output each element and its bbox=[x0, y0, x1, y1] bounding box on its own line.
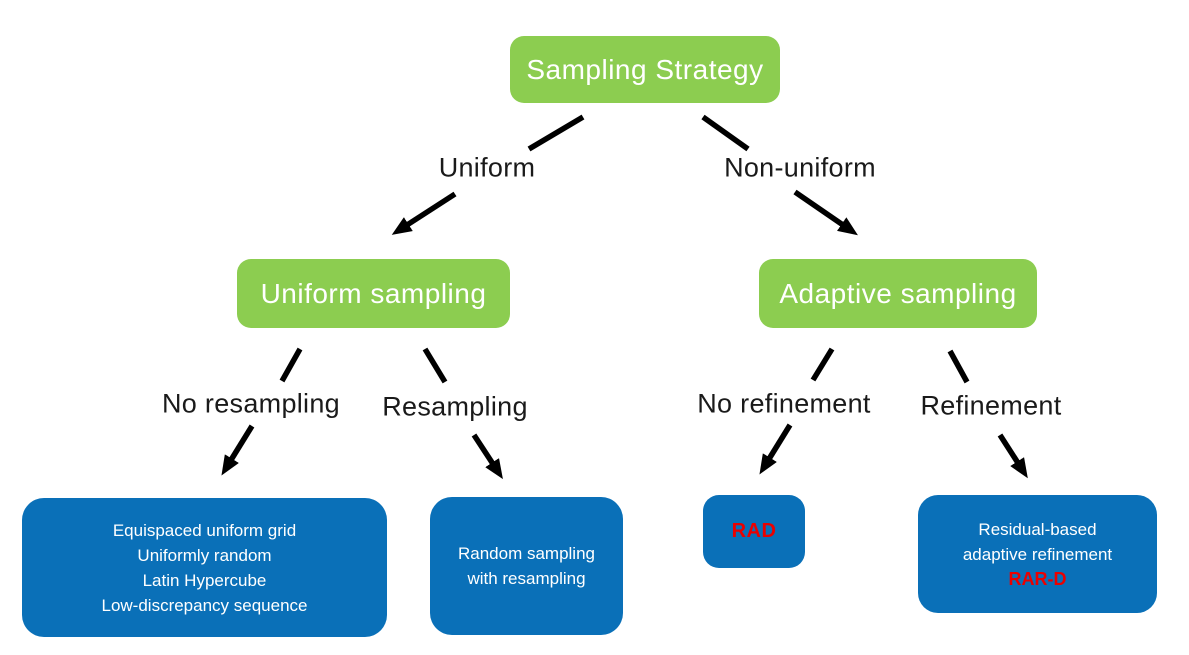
edge-uniform-noresampling-lower bbox=[221, 424, 255, 476]
node-adaptive-sampling: Adaptive sampling bbox=[759, 259, 1037, 328]
node-sampling-strategy: Sampling Strategy bbox=[510, 36, 780, 103]
edge-adaptive-norefinement-lower bbox=[759, 423, 793, 475]
edge-adaptive-refinement-lower bbox=[997, 433, 1028, 479]
edge-uniform-resampling-lower bbox=[471, 433, 503, 480]
edge-adaptive-refinement-upper bbox=[947, 349, 970, 384]
node-sampling-strategy-label: Sampling Strategy bbox=[526, 53, 764, 85]
uniform-methods-line: Latin Hypercube bbox=[142, 570, 267, 590]
node-uniform-sampling-label: Uniform sampling bbox=[260, 277, 487, 309]
edge-uniform-noresampling-upper bbox=[279, 347, 303, 383]
uniform-methods-line: Equispaced uniform grid bbox=[112, 520, 297, 540]
node-rad: RAD bbox=[703, 495, 805, 568]
uniform-methods-line: Uniformly random bbox=[137, 545, 272, 565]
rar-d-line: adaptive refinement bbox=[962, 544, 1113, 564]
edge-root-nonuniform-upper bbox=[701, 114, 750, 152]
random-resampling-line: with resampling bbox=[467, 569, 586, 588]
edge-root-uniform-upper bbox=[527, 114, 585, 152]
edge-uniform-resampling-upper bbox=[422, 347, 448, 384]
node-adaptive-sampling-label: Adaptive sampling bbox=[779, 277, 1017, 309]
uniform-methods-line: Low-discrepancy sequence bbox=[101, 595, 308, 615]
edge-root-nonuniform-lower bbox=[793, 189, 858, 236]
edge-root-uniform-lower bbox=[391, 191, 457, 235]
rar-d-label: RAR-D bbox=[1008, 568, 1067, 589]
edge-label-refinement: Refinement bbox=[920, 390, 1062, 421]
random-resampling-line: Random sampling bbox=[457, 544, 595, 563]
edge-label-resampling: Resampling bbox=[382, 391, 528, 422]
edge-label-uniform: Uniform bbox=[438, 152, 536, 183]
rar-d-line: Residual-based bbox=[978, 519, 1097, 539]
node-uniform-sampling: Uniform sampling bbox=[237, 259, 510, 328]
node-uniform-methods: Equispaced uniform grid Uniformly random… bbox=[22, 498, 387, 637]
edge-label-no-refinement: No refinement bbox=[697, 388, 871, 419]
node-rar-d: Residual-based adaptive refinement RAR-D bbox=[918, 495, 1157, 613]
edge-adaptive-norefinement-upper bbox=[810, 347, 835, 382]
node-random-resampling: Random sampling with resampling bbox=[430, 497, 623, 635]
edge-label-non-uniform: Non-uniform bbox=[724, 152, 876, 183]
edge-label-no-resampling: No resampling bbox=[162, 388, 340, 419]
rad-label: RAD bbox=[731, 520, 777, 542]
